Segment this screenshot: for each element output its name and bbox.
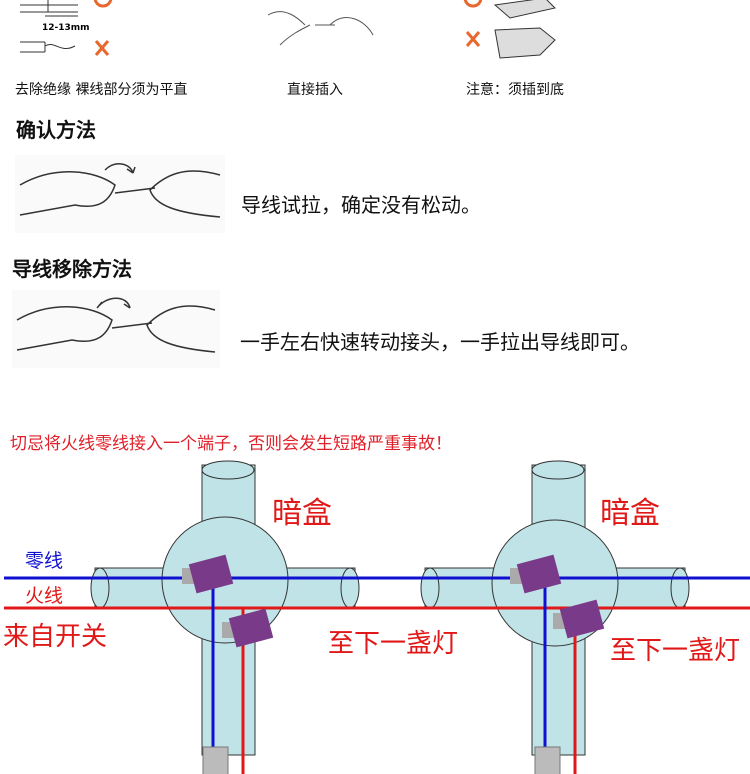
- step-caption-strip: 去除绝缘 裸线部分须为平直: [15, 82, 188, 98]
- connector-icons: [182, 554, 605, 774]
- step-illustrations: 12-13mm: [20, 0, 556, 59]
- junction-box-label-left: 暗盒: [272, 496, 332, 531]
- terminal-block-icon: [202, 746, 229, 774]
- to-next-lamp-label-right: 至下一盏灯: [610, 636, 740, 666]
- connector-icon: [553, 599, 605, 639]
- remove-text: 一手左右快速转动接头，一手拉出导线即可。: [240, 330, 640, 354]
- wrong-mark-icon: [465, 31, 481, 47]
- step-caption-insert: 直接插入: [287, 82, 343, 98]
- neutral-label: 零线: [25, 550, 63, 572]
- remove-heading: 导线移除方法: [12, 257, 132, 281]
- hands-twisting-icon: [16, 297, 216, 353]
- step-caption-note: 注意：须插到底: [466, 82, 564, 98]
- hands-pulling-icon: [19, 163, 221, 218]
- live-label: 火线: [25, 585, 63, 607]
- insert-hands-illustration: [267, 11, 374, 46]
- confirm-text: 导线试拉，确定没有松动。: [241, 193, 481, 217]
- connector-full-insert-illustration: [493, 0, 556, 59]
- connector-icon: [510, 554, 562, 594]
- wiring-diagram: 暗盒 暗盒 零线 火线 来自开关 至下一盏灯 至下一盏灯: [3, 460, 750, 774]
- stripped-wire-bent-icon: [20, 41, 76, 53]
- correct-mark-icon: [93, 0, 113, 8]
- connector-icon: [222, 608, 274, 648]
- to-next-lamp-label-left: 至下一盏灯: [328, 629, 458, 659]
- correct-mark-icon: [463, 0, 483, 8]
- pull-test-illustration: [15, 155, 225, 233]
- junction-box-label-right: 暗盒: [600, 496, 660, 531]
- stripped-wire-straight-icon: [20, 0, 78, 13]
- warning-text: 切忌将火线零线接入一个端子，否则会发生短路严重事故！: [10, 434, 452, 454]
- measure-label: 12-13mm: [42, 23, 90, 33]
- wrong-mark-icon: [94, 40, 110, 56]
- confirm-heading: 确认方法: [16, 118, 96, 142]
- terminal-block-icon: [534, 746, 561, 774]
- remove-illustration: [12, 290, 220, 368]
- connector-icon: [182, 554, 234, 594]
- from-switch-label: 来自开关: [3, 622, 107, 652]
